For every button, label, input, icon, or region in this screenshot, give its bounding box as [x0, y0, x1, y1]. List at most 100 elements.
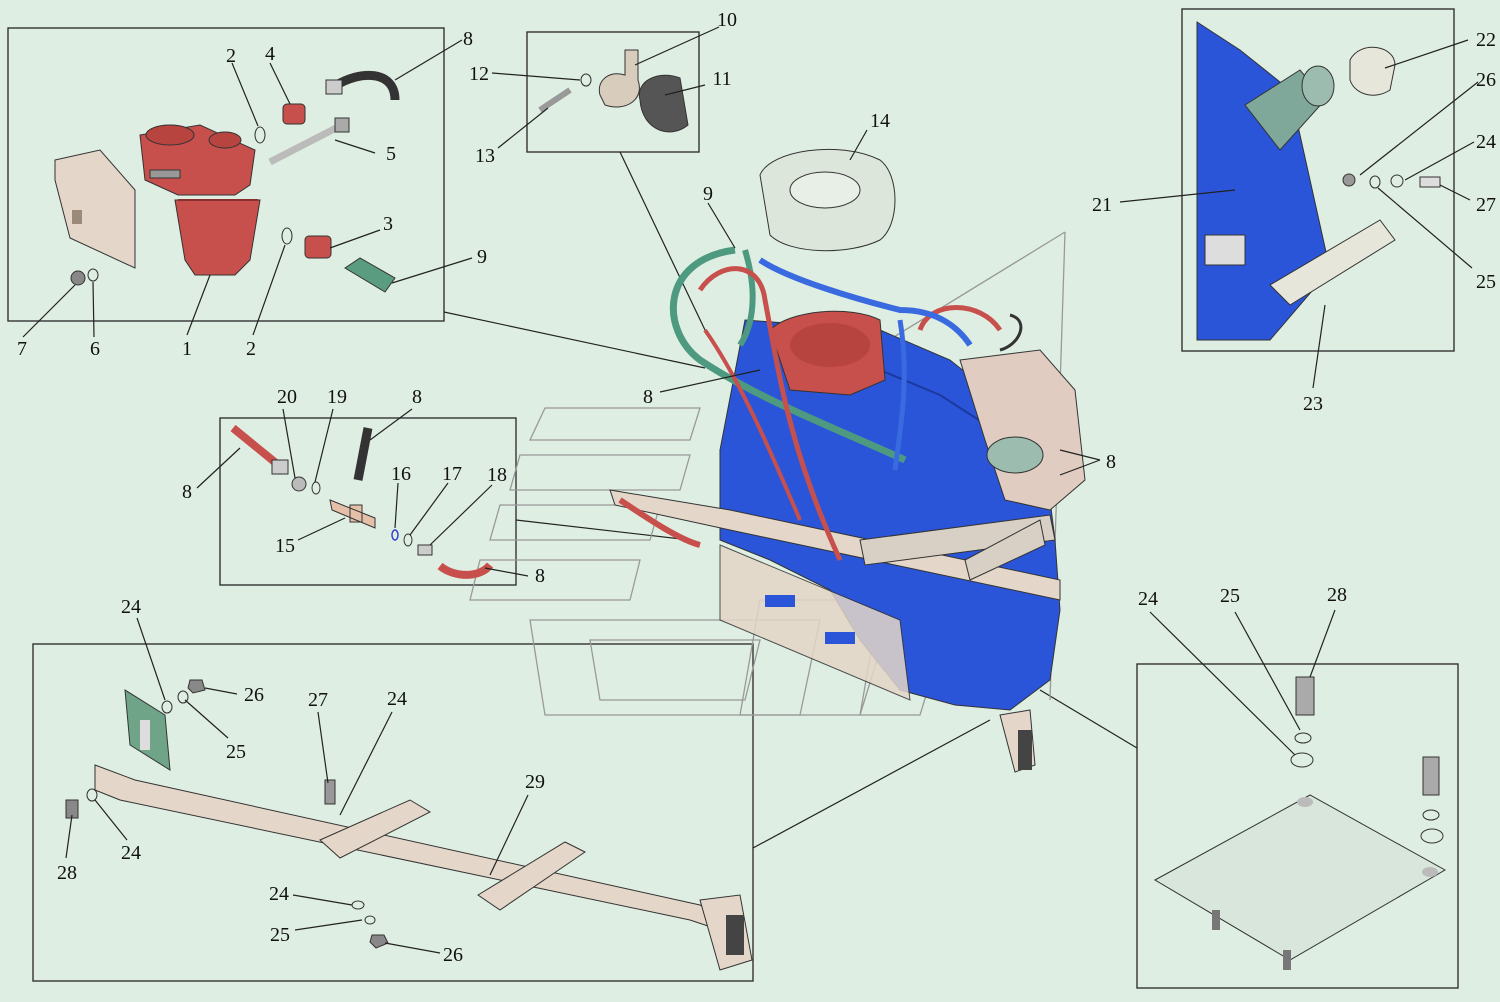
bolt-28-br: [1295, 676, 1315, 716]
callout-25: 25: [1476, 271, 1496, 293]
callout-28: 28: [57, 862, 77, 884]
fuel-filter-bowl: [174, 199, 261, 276]
callout-18: 18: [487, 464, 507, 486]
callout-21: 21: [1092, 194, 1112, 216]
frame-connector-lines: [443, 151, 1138, 849]
callout-29: 29: [525, 771, 545, 793]
callout-24: 24: [387, 688, 407, 710]
washer-12: [580, 73, 592, 87]
callout-10: 10: [717, 9, 737, 31]
washer-6: [87, 268, 99, 282]
hose-8-detail: [332, 70, 400, 101]
nut-20: [291, 476, 307, 492]
o-ring-16: [391, 529, 399, 541]
fuel-cap-22: [1349, 46, 1396, 96]
detail-frame-support-bar: [32, 643, 754, 982]
callout-12: 12: [469, 63, 489, 85]
callout-15: 15: [275, 535, 295, 557]
callout-labels: 1 2 2 3 4 5 6 7 8 9 10 11 12 13 14 9 8 8…: [17, 9, 1496, 966]
strap-23: [1269, 219, 1396, 306]
support-bar-29: [94, 764, 721, 931]
main-fuel-tank-assembly: [609, 148, 1086, 773]
washer-25-r: [1369, 175, 1381, 189]
callout-27: 27: [1476, 194, 1496, 216]
fitting-4: [282, 103, 306, 125]
washer-19: [311, 481, 321, 495]
washer-24-r: [1390, 174, 1404, 188]
callout-13: 13: [475, 145, 495, 167]
callout-25: 25: [1220, 585, 1240, 607]
nut-26-r: [1342, 173, 1356, 187]
fitting-3: [304, 235, 332, 259]
callout-24: 24: [269, 883, 289, 905]
support-bar-parts: [65, 679, 753, 971]
o-ring-2-upper: [254, 126, 266, 144]
clamp-10: [598, 49, 640, 108]
callout-8: 8: [643, 386, 653, 408]
callout-8: 8: [535, 565, 545, 587]
nut-7: [70, 270, 86, 286]
callout-2: 2: [246, 338, 256, 360]
callout-20: 20: [277, 386, 297, 408]
hose-8-black-detail: [353, 427, 373, 481]
tee-15: [329, 499, 376, 529]
callout-19: 19: [327, 386, 347, 408]
fuel-filter-parts: [54, 70, 400, 293]
blue-hose: [758, 257, 973, 347]
callout-9: 9: [703, 183, 713, 205]
detail-frame-fuel-filter: [7, 27, 445, 322]
callout-26: 26: [443, 944, 463, 966]
bolt-27-bl: [324, 779, 336, 805]
callout-4: 4: [265, 43, 275, 65]
bolt-5: [268, 122, 342, 166]
callout-24: 24: [1476, 131, 1496, 153]
callout-28: 28: [1327, 584, 1347, 606]
callout-1: 1: [182, 338, 192, 360]
filler-neck-parts: [1196, 21, 1441, 341]
callout-6: 6: [90, 338, 100, 360]
red-hose: [697, 266, 843, 562]
cushion-11: [638, 74, 689, 133]
callout-5: 5: [386, 143, 396, 165]
callout-3: 3: [383, 213, 393, 235]
detail-frame-clamp: [526, 31, 700, 153]
screw-13: [538, 87, 572, 113]
fitting-18: [417, 544, 433, 556]
callout-14: 14: [870, 110, 890, 132]
bolt-27-r: [1419, 176, 1441, 188]
callout-2: 2: [226, 45, 236, 67]
green-hose: [669, 246, 907, 464]
callout-17: 17: [442, 463, 462, 485]
filter-bracket: [54, 149, 136, 269]
callout-25: 25: [270, 924, 290, 946]
detail-frame-tee-fitting: [219, 417, 517, 586]
callout-8: 8: [182, 481, 192, 503]
clamp-parts: [538, 49, 689, 133]
tee-fitting-parts: [230, 424, 494, 579]
callout-7: 7: [17, 338, 27, 360]
callout-26: 26: [244, 684, 264, 706]
callout-24: 24: [121, 842, 141, 864]
callout-16: 16: [391, 463, 411, 485]
mount-plate: [1153, 794, 1447, 961]
callout-23: 23: [1303, 393, 1323, 415]
callout-9: 9: [477, 246, 487, 268]
callout-24: 24: [1138, 588, 1158, 610]
callout-8: 8: [412, 386, 422, 408]
callout-11: 11: [712, 68, 731, 90]
callout-8: 8: [463, 28, 473, 50]
hose-9-detail: [344, 257, 396, 293]
o-ring-2-lower: [281, 227, 293, 245]
callout-26: 26: [1476, 69, 1496, 91]
callout-25: 25: [226, 741, 246, 763]
callout-leader-lines: [22, 26, 1479, 954]
callout-8: 8: [1106, 451, 1116, 473]
callout-27: 27: [308, 689, 328, 711]
callout-24: 24: [121, 596, 141, 618]
callout-22: 22: [1476, 29, 1496, 51]
mount-plate-parts: [1153, 676, 1447, 970]
washer-17: [403, 533, 413, 547]
detail-frame-mount-plate: [1136, 663, 1459, 989]
hose-8-red-lower: [437, 562, 494, 579]
